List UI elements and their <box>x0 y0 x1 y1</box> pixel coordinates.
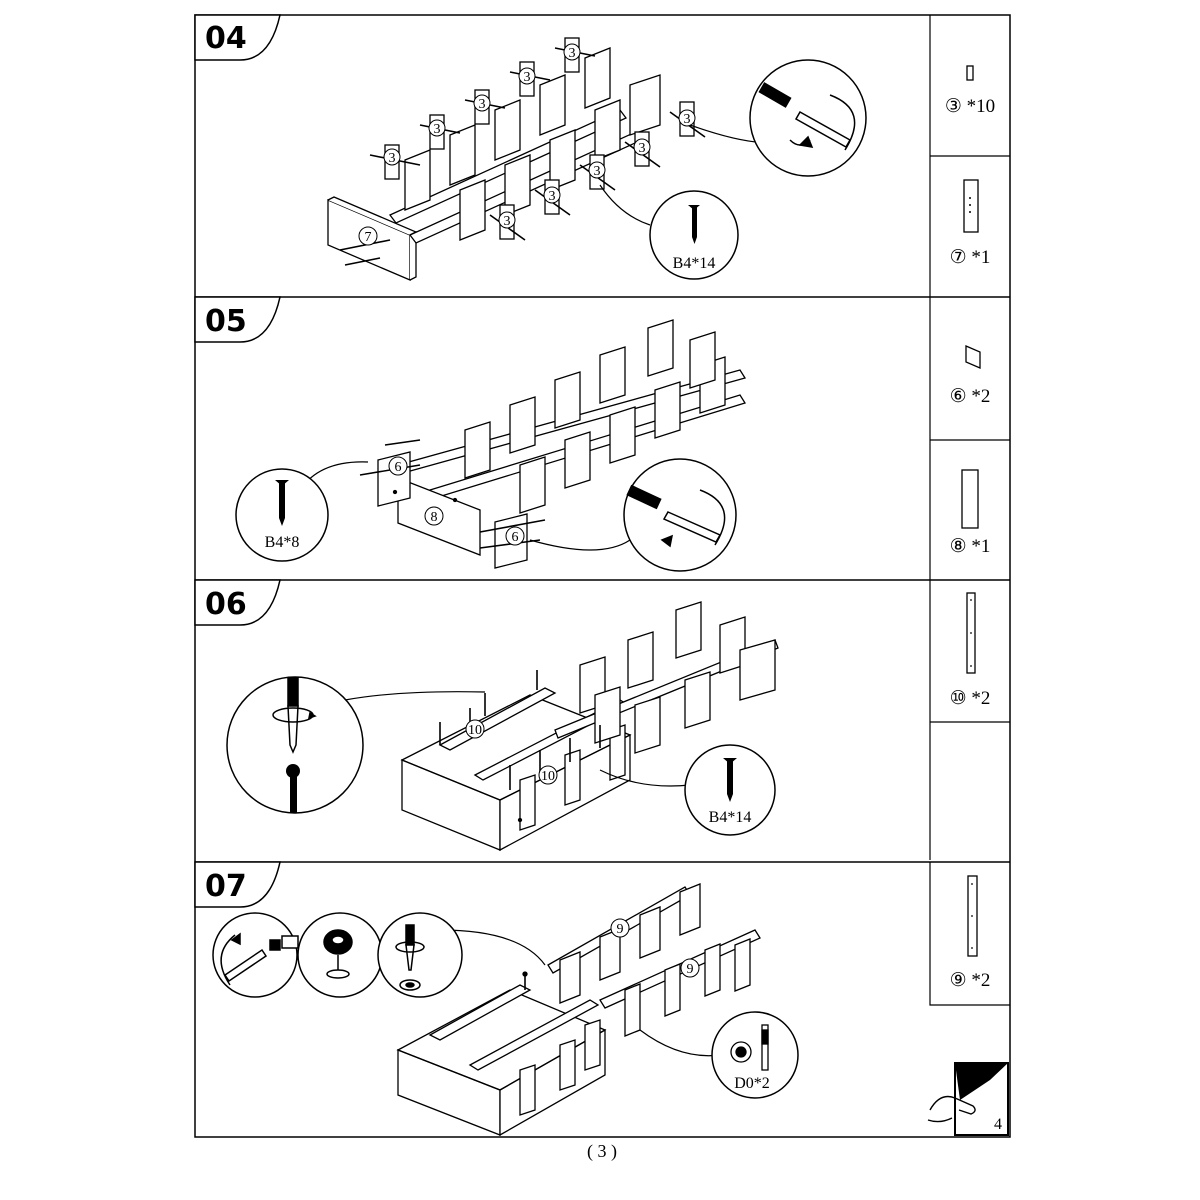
step-07-callout-row <box>212 912 546 998</box>
svg-text:⑩ *2: ⑩ *2 <box>950 688 991 709</box>
screw-spec-label: B4*14 <box>673 255 716 272</box>
page-turn-indicator[interactable]: 4 <box>927 1062 1009 1136</box>
part-item-9: ⑨ *2 <box>950 875 991 991</box>
step-tab-06: 06 <box>194 579 281 626</box>
screw-spec-label: B4*8 <box>265 534 300 551</box>
svg-text:9: 9 <box>617 922 624 937</box>
part-cell-border <box>929 862 1010 1006</box>
svg-text:3: 3 <box>569 46 576 61</box>
step-number: 04 <box>205 21 247 56</box>
screw-icon <box>688 205 700 244</box>
svg-text:3: 3 <box>434 122 441 137</box>
svg-text:6: 6 <box>395 460 402 475</box>
svg-text:3: 3 <box>389 151 396 166</box>
svg-text:8: 8 <box>431 510 438 525</box>
step-07-assembly-drawing <box>396 883 761 1137</box>
svg-text:3: 3 <box>594 164 601 179</box>
step-05-part-labels: 6 8 6 <box>388 456 525 546</box>
step-06-assembly-drawing <box>400 601 779 852</box>
step-number: 06 <box>205 587 247 622</box>
step-07-screw-callout: D0*2 <box>639 1011 799 1099</box>
next-page-number: 4 <box>994 1116 1002 1133</box>
step-06-screw-callout: B4*14 <box>599 744 776 836</box>
screw-icon <box>286 764 300 813</box>
screwdriver-rotate-icon <box>220 932 299 986</box>
part-6-icon <box>965 345 981 369</box>
step-tab-05: 05 <box>194 296 281 343</box>
step-05-screw-callout: B4*8 <box>235 461 369 562</box>
svg-text:3: 3 <box>504 214 511 229</box>
svg-text:3: 3 <box>524 70 531 85</box>
part-item-3: ③ *10 <box>945 65 995 117</box>
screwdriver-rotate-icon <box>758 82 856 151</box>
screw-icon <box>723 758 737 802</box>
step-04-part-labels: 3 3 3 3 3 3 3 3 3 3 7 <box>358 43 696 246</box>
part-item-8: ⑧ *1 <box>950 469 991 557</box>
page-turn-icon <box>955 1063 1008 1100</box>
step-06-part-labels: 10 10 <box>465 719 558 785</box>
screw-spec-label: D0*2 <box>734 1075 770 1092</box>
page-frame <box>194 14 1011 1138</box>
svg-text:⑨ *2: ⑨ *2 <box>950 970 991 991</box>
screwdriver-rotate-icon <box>272 677 317 754</box>
step-04-screwdriver-callout <box>689 59 867 177</box>
screw-spec-label: B4*14 <box>709 809 752 826</box>
screwdriver-rotate-icon <box>626 484 726 548</box>
part-item-7: ⑦ *1 <box>950 179 991 268</box>
svg-text:7: 7 <box>365 230 372 245</box>
step-number: 05 <box>205 304 247 339</box>
page-number: ( 3 ) <box>587 1141 617 1162</box>
cam-lock-icon <box>730 1024 769 1071</box>
svg-text:6: 6 <box>512 530 519 545</box>
svg-text:⑧ *1: ⑧ *1 <box>950 536 991 557</box>
step-tab-04: 04 <box>194 14 281 61</box>
step-tab-07: 07 <box>194 861 281 908</box>
screwdriver-rotate-icon <box>395 924 425 991</box>
part-7-icon <box>963 179 979 233</box>
svg-text:9: 9 <box>687 962 694 977</box>
part-3-icon <box>966 65 974 81</box>
svg-text:③ *10: ③ *10 <box>945 96 995 117</box>
step-05-screwdriver-callout <box>529 458 737 572</box>
part-8-icon <box>961 469 979 529</box>
part-item-6: ⑥ *2 <box>950 345 991 407</box>
svg-text:3: 3 <box>684 112 691 127</box>
svg-text:3: 3 <box>549 189 556 204</box>
step-05-assembly-drawing <box>359 319 747 569</box>
screw-icon <box>275 480 289 526</box>
step-number: 07 <box>205 869 247 904</box>
step-06-screwdriver-callout <box>226 676 486 814</box>
step-04-screw-callout: B4*14 <box>599 184 739 280</box>
svg-text:⑦ *1: ⑦ *1 <box>950 247 991 268</box>
svg-text:10: 10 <box>541 769 555 784</box>
svg-text:10: 10 <box>468 723 482 738</box>
step-07-part-labels: 9 9 <box>610 918 700 978</box>
cam-lock-icon <box>323 929 353 979</box>
svg-text:3: 3 <box>639 141 646 156</box>
svg-text:3: 3 <box>479 97 486 112</box>
svg-text:⑥ *2: ⑥ *2 <box>950 386 991 407</box>
part-item-10: ⑩ *2 <box>950 592 991 709</box>
